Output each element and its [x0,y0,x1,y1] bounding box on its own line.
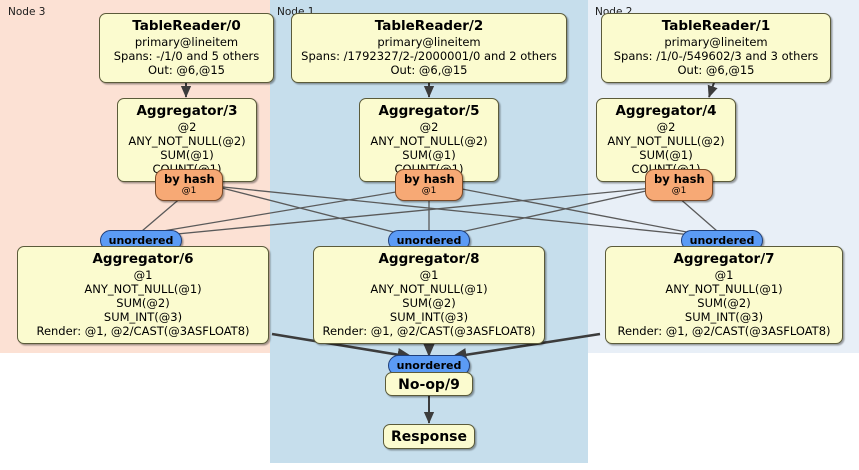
router-column: @1 [421,186,437,196]
processor-detail-line: SUM(@2) [402,296,456,310]
processor-aggregator-8[interactable]: Aggregator/8 @1 ANY_NOT_NULL(@1) SUM(@2)… [313,246,545,344]
processor-detail-line: SUM(@2) [116,296,170,310]
processor-detail-line: SUM(@1) [639,148,693,162]
router-column: @1 [181,186,197,196]
processor-aggregator-6[interactable]: Aggregator/6 @1 ANY_NOT_NULL(@1) SUM(@2)… [17,246,269,344]
processor-detail-line: ANY_NOT_NULL(@1) [84,282,202,296]
router-by-hash-right[interactable]: by hash @1 [645,169,713,201]
processor-table-reader-1[interactable]: TableReader/1 primary@lineitem Spans: /1… [601,13,831,83]
processor-detail-line: SUM_INT(@3) [389,310,469,324]
processor-aggregator-4[interactable]: Aggregator/4 @2 ANY_NOT_NULL(@2) SUM(@1)… [596,98,736,182]
router-title: by hash [404,172,455,186]
synchronizer-unordered-mid[interactable]: unordered [388,230,470,251]
processor-detail-line: SUM_INT(@3) [684,310,764,324]
processor-aggregator-7[interactable]: Aggregator/7 @1 ANY_NOT_NULL(@1) SUM(@2)… [605,246,843,344]
processor-detail-line: @1 [419,268,439,282]
processor-detail-line: @2 [419,120,439,134]
router-by-hash-mid[interactable]: by hash @1 [395,169,463,201]
router-title: by hash [164,172,215,186]
processor-detail-line: Out: @6,@15 [390,63,468,77]
node-label-node3: Node 3 [8,6,46,18]
processor-title: Aggregator/7 [673,251,775,267]
processor-response[interactable]: Response [383,424,475,449]
processor-detail-line: @2 [656,120,676,134]
processor-title: Aggregator/8 [378,251,480,267]
processor-table-reader-2[interactable]: TableReader/2 primary@lineitem Spans: /1… [291,13,567,83]
processor-detail-line: @2 [177,120,197,134]
processor-detail-line: @1 [133,268,153,282]
processor-title: TableReader/0 [132,18,241,34]
processor-detail-line: Spans: -/1/0 and 5 others [113,49,260,63]
processor-detail-line: Render: @1, @2/CAST(@3ASFLOAT8) [36,324,250,338]
processor-title: Aggregator/6 [92,251,194,267]
processor-detail-line: SUM(@1) [160,148,214,162]
processor-detail-line: ANY_NOT_NULL(@1) [665,282,783,296]
processor-detail-line: Out: @6,@15 [148,63,225,77]
processor-detail-line: primary@lineitem [134,35,239,49]
processor-detail-line: @1 [714,268,734,282]
processor-detail-line: primary@lineitem [664,35,768,49]
processor-detail-line: Render: @1, @2/CAST(@3ASFLOAT8) [322,324,536,338]
router-by-hash-left[interactable]: by hash @1 [155,169,223,201]
processor-title: Aggregator/4 [615,103,717,119]
processor-title: TableReader/2 [374,18,484,34]
processor-detail-line: SUM(@1) [402,148,456,162]
router-title: by hash [654,172,705,186]
processor-detail-line: ANY_NOT_NULL(@2) [370,134,488,148]
processor-title: Aggregator/5 [378,103,480,119]
processor-noop-9[interactable]: No-op/9 [385,372,473,396]
processor-detail-line: Out: @6,@15 [677,63,755,77]
router-column: @1 [671,186,687,196]
processor-title: Aggregator/3 [136,103,238,119]
processor-detail-line: ANY_NOT_NULL(@2) [607,134,725,148]
processor-detail-line: primary@lineitem [377,35,481,49]
processor-title: TableReader/1 [661,18,771,34]
processor-detail-line: ANY_NOT_NULL(@1) [370,282,488,296]
processor-table-reader-0[interactable]: TableReader/0 primary@lineitem Spans: -/… [99,13,274,83]
processor-detail-line: SUM_INT(@3) [103,310,183,324]
processor-detail-line: SUM(@2) [697,296,751,310]
processor-detail-line: Spans: /1792327/2-/2000001/0 and 2 other… [301,49,557,63]
processor-detail-line: Spans: /1/0-/549602/3 and 3 others [613,49,819,63]
processor-detail-line: Render: @1, @2/CAST(@3ASFLOAT8) [617,324,831,338]
processor-detail-line: ANY_NOT_NULL(@2) [128,134,246,148]
